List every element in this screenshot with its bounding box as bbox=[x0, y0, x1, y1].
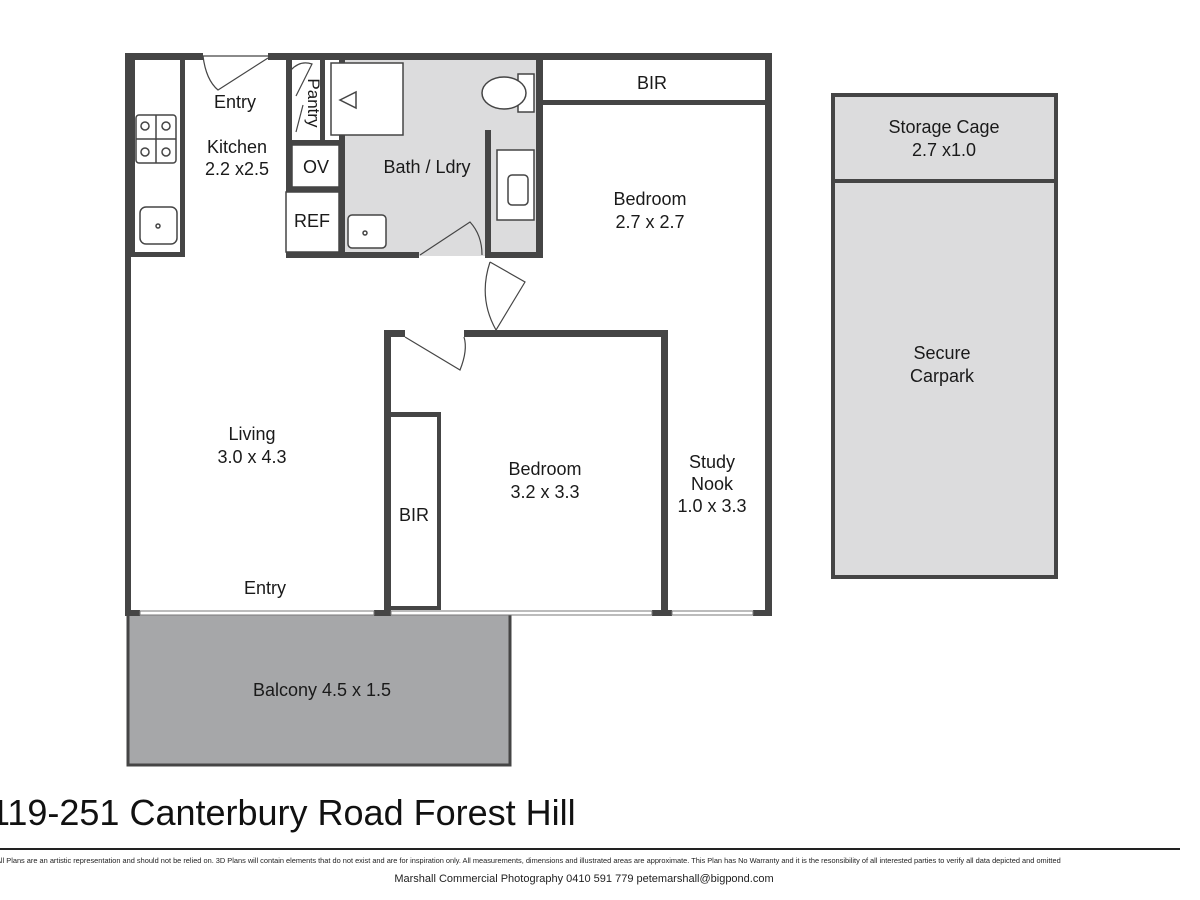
storage-size-label: 2.7 x1.0 bbox=[912, 140, 976, 160]
bedroom1-size-label: 2.7 x 2.7 bbox=[615, 212, 684, 232]
oven-box bbox=[291, 144, 340, 188]
kitchen-name-label: Kitchen bbox=[207, 137, 267, 157]
windows bbox=[139, 610, 754, 616]
balcony-label: Balcony 4.5 x 1.5 bbox=[253, 680, 391, 700]
bir-bottom-label: BIR bbox=[399, 505, 429, 525]
walls bbox=[125, 53, 772, 616]
footer-divider bbox=[0, 848, 1180, 850]
fridge-box bbox=[285, 191, 340, 253]
bedroom1-name-label: Bedroom bbox=[613, 189, 686, 209]
bedroom2-name-label: Bedroom bbox=[508, 459, 581, 479]
entry-bottom-label: Entry bbox=[244, 578, 286, 598]
bath-label: Bath / Ldry bbox=[383, 157, 470, 177]
storage-cage bbox=[831, 93, 1058, 183]
disclaimer-text: All Plans are an artistic representation… bbox=[0, 856, 1061, 865]
balcony-area bbox=[126, 611, 512, 767]
kitchen-size-label: 2.2 x2.5 bbox=[205, 159, 269, 179]
carpark-label-2: Carpark bbox=[910, 366, 975, 386]
storage-name-label: Storage Cage bbox=[888, 117, 999, 137]
bedroom2-size-label: 3.2 x 3.3 bbox=[510, 482, 579, 502]
study-size-label: 1.0 x 3.3 bbox=[677, 496, 746, 516]
carpark-label-1: Secure bbox=[913, 343, 970, 363]
entry-top-label: Entry bbox=[214, 92, 256, 112]
floor-plan: Entry Pantry Kitchen 2.2 x2.5 OV REF Bat… bbox=[125, 53, 1058, 767]
doors bbox=[202, 55, 526, 371]
oven-label: OV bbox=[303, 157, 329, 177]
secure-carpark bbox=[831, 179, 1058, 579]
living-size-label: 3.0 x 4.3 bbox=[217, 447, 286, 467]
bir-top-label: BIR bbox=[637, 73, 667, 93]
living-name-label: Living bbox=[228, 424, 275, 444]
property-address: 119-251 Canterbury Road Forest Hill bbox=[0, 792, 576, 833]
study-label-2: Nook bbox=[691, 474, 734, 494]
photographer-credit: Marshall Commercial Photography 0410 591… bbox=[394, 873, 774, 885]
study-label-1: Study bbox=[689, 452, 735, 472]
fixtures bbox=[135, 62, 535, 253]
fridge-label: REF bbox=[294, 211, 330, 231]
pantry-label: Pantry bbox=[304, 78, 323, 128]
